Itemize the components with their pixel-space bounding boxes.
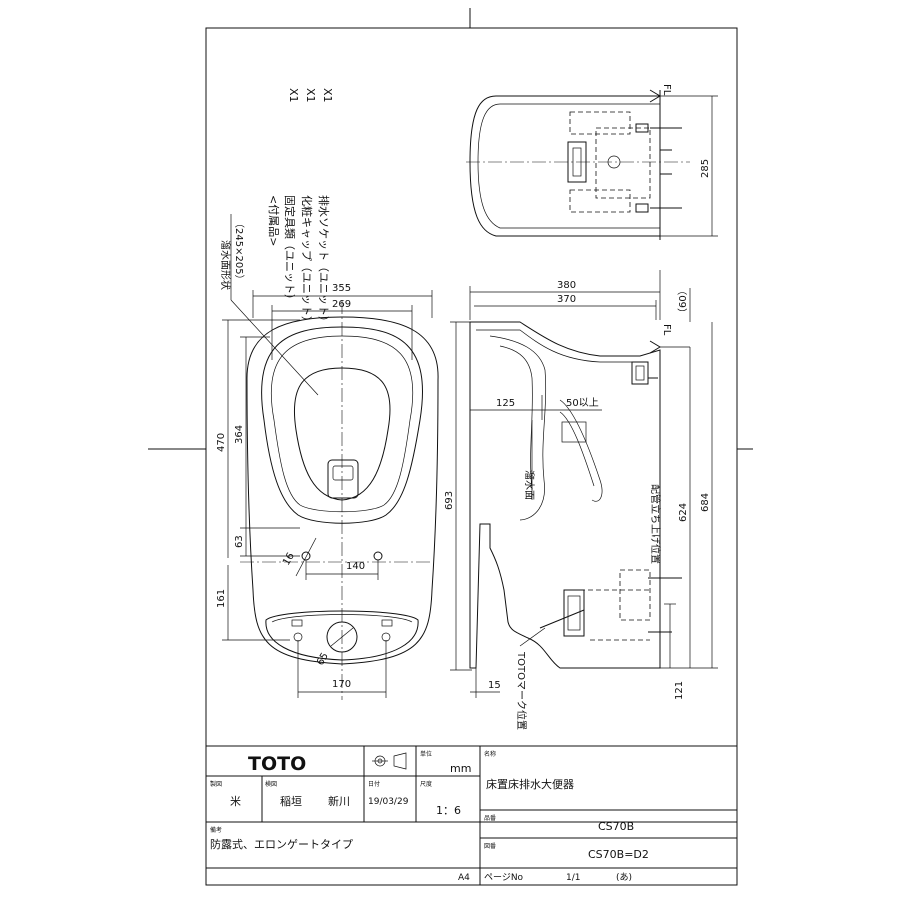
rear-fl-label: FL (661, 84, 672, 96)
date-value: 19/03/29 (368, 797, 409, 807)
dim-16: 16 (281, 551, 297, 568)
water-level-label: 溜水面 (523, 470, 536, 500)
water-surface-label: 溜水面形状 （245×205） (219, 214, 319, 396)
dim-121: 121 (674, 681, 685, 700)
toto-mark-label: TOTOマーク位置 (515, 651, 528, 730)
dim-140: 140 (346, 561, 365, 572)
figure-label: 図番 (484, 843, 496, 850)
top-view-outline (246, 316, 439, 665)
dim-161: 161 (216, 589, 227, 608)
rear-view-outline (469, 95, 660, 237)
accessory-item-3: 排水ソケット（ユニット） (317, 195, 331, 327)
accessories-heading: <付属品> (267, 195, 280, 246)
page-label: ページNo (484, 873, 524, 883)
dim-370: 370 (557, 294, 576, 305)
dim-693: 693 (444, 491, 455, 510)
drafter-label: 製図 (210, 780, 222, 788)
date-label: 日付 (368, 780, 380, 788)
name-label: 名称 (484, 750, 496, 758)
product-label: 品番 (484, 815, 496, 822)
dim-355: 355 (332, 283, 351, 294)
drawing-frame (205, 27, 738, 886)
paper-size: A4 (458, 873, 470, 883)
rear-view: FL 285 (466, 84, 718, 240)
dim-269: 269 (332, 299, 351, 310)
drafter-value: 米 (230, 795, 241, 808)
accessory-item-1: 固定具類（ユニット） (283, 195, 297, 305)
revision-mark: (あ) (616, 872, 632, 883)
notes-value: 防露式、エロンゲートタイプ (210, 837, 353, 851)
rear-bolts (635, 123, 682, 213)
dim-170: 170 (332, 679, 351, 690)
dim-60: （60） (677, 285, 689, 318)
approver-value: 新川 (328, 794, 350, 808)
dim-125: 125 (496, 398, 515, 409)
accessory-item-2: 化粧キャップ（ユニット） (300, 195, 314, 327)
notes-label: 備考 (210, 826, 222, 834)
dim-285: 285 (700, 159, 711, 178)
page-value: 1/1 (566, 873, 580, 883)
figure-value: CS70B=D2 (588, 848, 649, 861)
dim-364: 364 (234, 425, 245, 444)
water-surface-title: 溜水面形状 (219, 240, 232, 290)
dim-65: 65 (315, 651, 331, 668)
unit-label: 単位 (420, 750, 432, 758)
side-view-outline (469, 321, 661, 669)
dim-624: 624 (678, 503, 689, 522)
dim-380: 380 (557, 280, 576, 291)
accessory-qty-2: X1 (304, 88, 317, 103)
checker-value: 稲垣 (280, 795, 302, 808)
accessory-qty-3: X1 (321, 88, 334, 103)
dim-684: 684 (700, 493, 711, 512)
unit-value: mm (450, 762, 471, 775)
product-value: CS70B (598, 820, 634, 833)
toto-logo: TOTO (248, 753, 306, 775)
dim-470: 470 (216, 433, 227, 452)
accessory-qty-1: X1 (287, 88, 300, 103)
dim-63: 63 (234, 535, 245, 548)
scale-value: 1：6 (436, 804, 461, 817)
scale-label: 尺度 (420, 780, 432, 788)
dim-15: 15 (488, 680, 501, 691)
name-value: 床置床排水大便器 (486, 777, 574, 791)
accessories-list: <付属品> 固定具類（ユニット） 化粧キャップ（ユニット） 排水ソケット（ユニッ… (267, 88, 334, 327)
dim-50: 50以上 (566, 397, 599, 409)
water-surface-size: （245×205） (233, 218, 245, 285)
side-view: 380 370 （60） FL (444, 270, 718, 730)
side-fl-label: FL (661, 324, 672, 336)
projection-symbol-icon (372, 752, 407, 770)
top-view: 355 269 470 364 63 161 140 16 65 (216, 283, 439, 700)
checker-label: 検図 (265, 780, 277, 788)
title-block: TOTO 単位 mm 名称 床置床排水大便器 製図 米 検図 稲垣 新川 日付 … (206, 745, 737, 885)
pipe-position-label: 配管立ち上げ位置 (649, 484, 662, 564)
